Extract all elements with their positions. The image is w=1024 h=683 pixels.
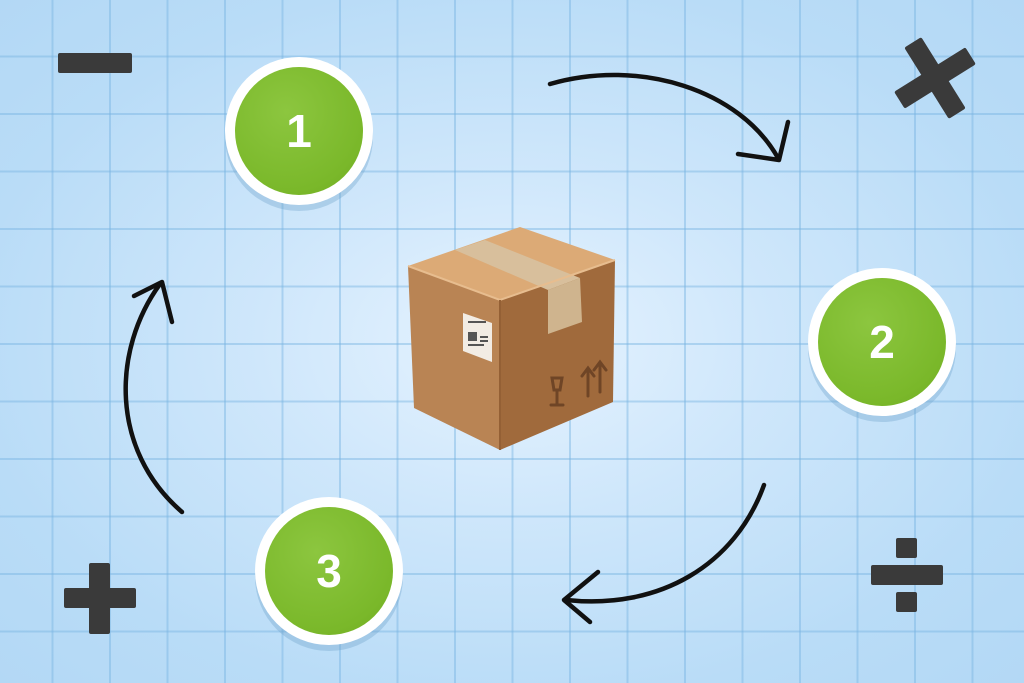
step-3-number: 3	[316, 544, 342, 598]
step-3-circle: 3	[255, 497, 403, 645]
step-1-number: 1	[286, 104, 312, 158]
step-2-badge: 2	[818, 278, 946, 406]
step-3-badge: 3	[265, 507, 393, 635]
step-1-badge: 1	[235, 67, 363, 195]
step-2-number: 2	[869, 315, 895, 369]
step-1-circle: 1	[225, 57, 373, 205]
step-2-circle: 2	[808, 268, 956, 416]
